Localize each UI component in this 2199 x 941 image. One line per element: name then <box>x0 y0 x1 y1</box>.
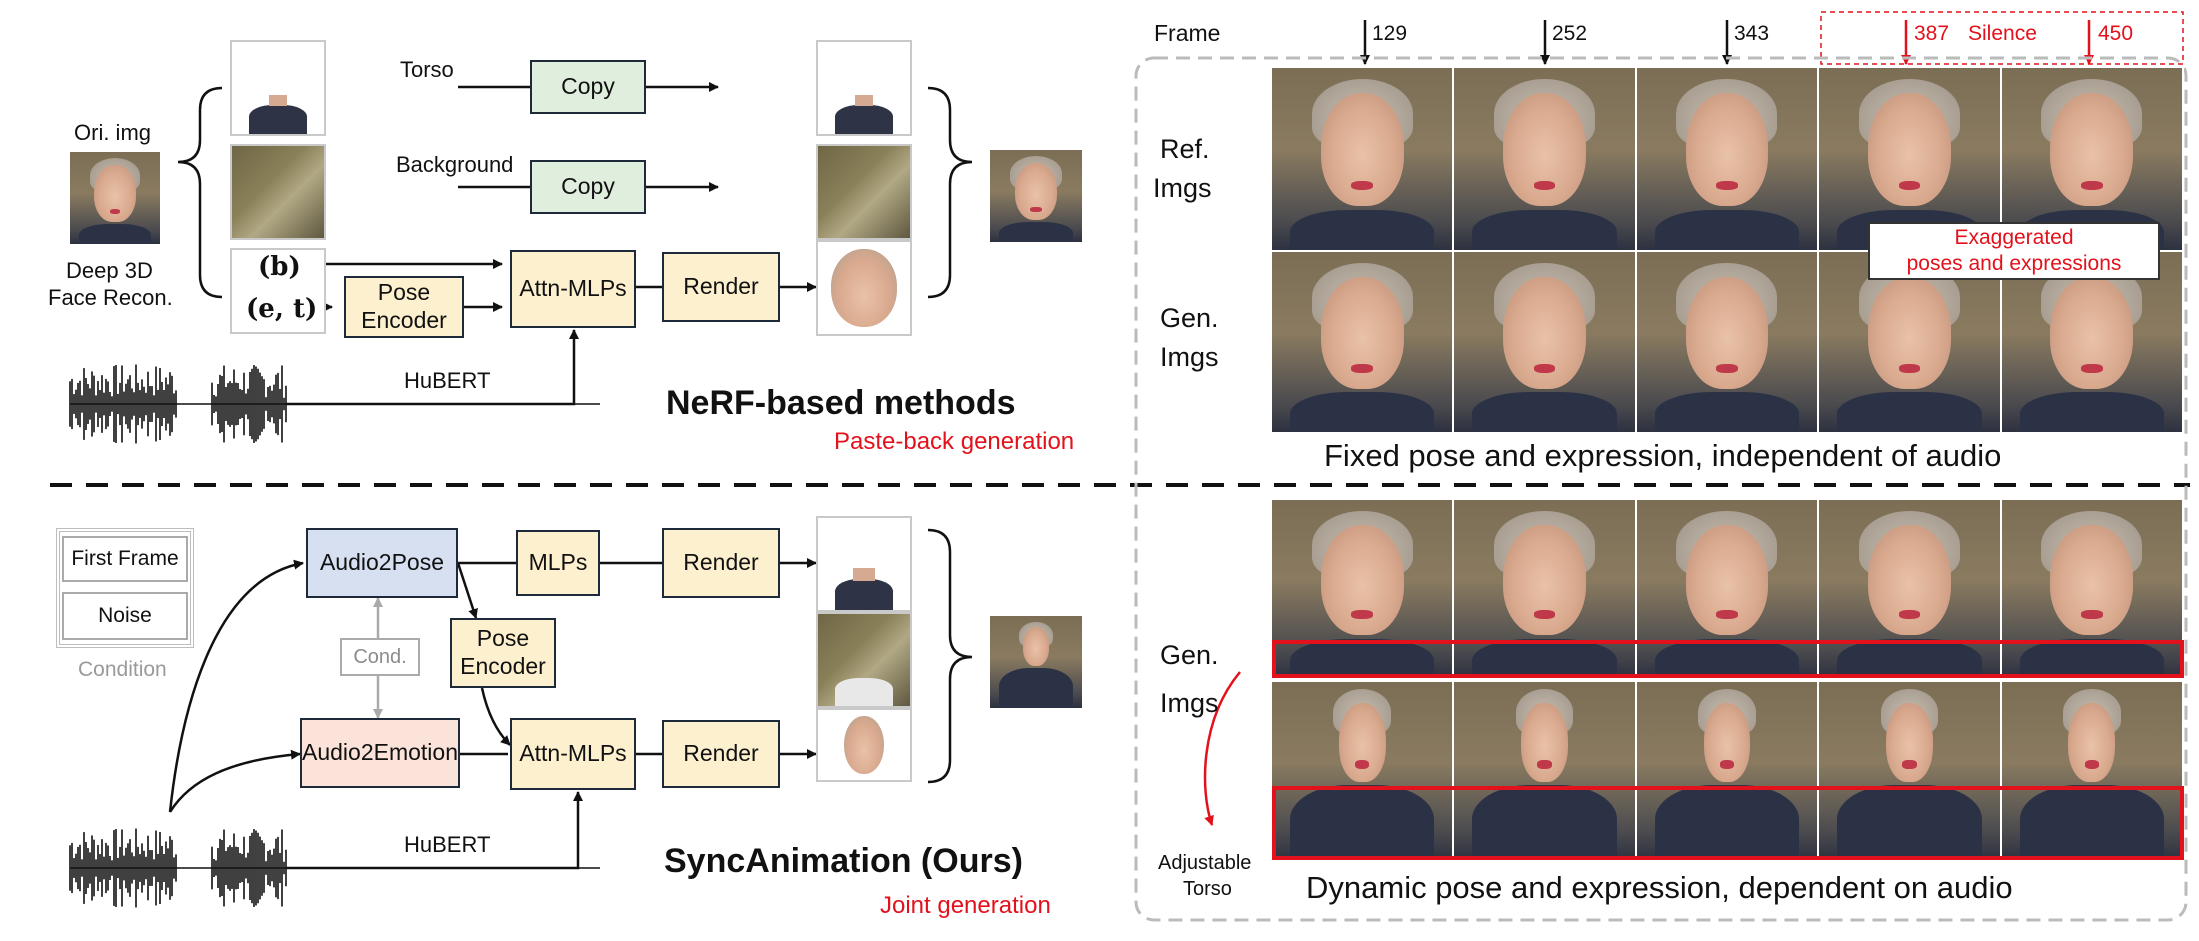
silence-box <box>1820 11 2184 65</box>
recon-label-1: Deep 3D <box>66 258 153 283</box>
portrait-frame <box>1819 682 2002 860</box>
ori-img-label: Ori. img <box>74 120 151 145</box>
syncanimation-title: SyncAnimation (Ours) <box>664 842 1023 880</box>
frame-number-1: 129 <box>1372 22 1408 45</box>
portrait-frame <box>2001 500 2184 678</box>
generated-images-row-ours-2 <box>1272 682 2184 860</box>
rendered-face-slot <box>816 240 912 336</box>
condition-label: Condition <box>78 658 167 681</box>
portrait-frame <box>1636 252 1820 432</box>
attn-mlps-box-bottom: Attn-MLPs <box>510 718 636 790</box>
frame-number-5: 450 <box>2098 22 2134 45</box>
portrait-frame <box>1819 68 2002 250</box>
portrait-frame <box>1272 252 1455 432</box>
caption-top: Fixed pose and expression, independent o… <box>1324 438 2002 473</box>
background-slot-left <box>230 144 326 240</box>
composited-output-bottom <box>990 616 1082 708</box>
portrait-frame <box>1636 682 1820 860</box>
portrait-frame <box>1636 500 1820 678</box>
torso-label: Torso <box>400 57 454 82</box>
noise-box: Noise <box>62 592 188 640</box>
background-output-slot <box>816 612 912 708</box>
gen-imgs-label-2: Imgs <box>1160 342 1219 372</box>
generated-images-row-ours-1 <box>1272 500 2184 678</box>
first-frame-box: First Frame <box>62 536 188 582</box>
attn-mlps-box-top: Attn-MLPs <box>510 250 636 328</box>
portrait-frame <box>1272 68 1455 250</box>
torso-slot-right <box>816 40 912 136</box>
recon-label-2: Face Recon. <box>48 285 173 310</box>
portrait-frame <box>1454 252 1637 432</box>
frame-label: Frame <box>1154 20 1221 46</box>
gen-imgs-bottom-label-1: Gen. <box>1160 640 1219 670</box>
render-box-bottom-2: Render <box>662 720 780 788</box>
ref-imgs-label-2: Imgs <box>1153 173 1212 203</box>
params-slot <box>230 248 326 334</box>
portrait-frame <box>1819 252 2002 432</box>
portrait-frame <box>1454 68 1637 250</box>
brace-right-bottom <box>927 528 973 784</box>
adjustable-label-2: Torso <box>1183 878 1232 900</box>
exaggerated-callout: Exaggerated poses and expressions <box>1868 222 2160 280</box>
waveform-top <box>69 364 600 444</box>
portrait-frame <box>2001 252 2184 432</box>
copy-box-1: Copy <box>530 60 646 114</box>
original-image <box>70 152 160 244</box>
brace-right-top <box>927 86 973 299</box>
caption-bottom: Dynamic pose and expression, dependent o… <box>1306 870 2013 905</box>
portrait-frame <box>1454 682 1637 860</box>
portrait-frame <box>2001 682 2184 860</box>
hubert-label-bottom: HuBERT <box>404 832 491 857</box>
brace-left-top <box>177 86 223 299</box>
portrait-photo <box>70 152 160 244</box>
face-output-slot <box>816 708 912 782</box>
background-slot-right <box>816 144 912 240</box>
b-label: (b) <box>258 252 301 282</box>
portrait-frame <box>1819 500 2002 678</box>
gen-imgs-label-1: Gen. <box>1160 303 1219 333</box>
silence-label: Silence <box>1968 22 2037 45</box>
audio2emotion-box: Audio2Emotion <box>300 718 460 788</box>
condition-group <box>56 528 194 648</box>
render-box-bottom-1: Render <box>662 528 780 598</box>
nerf-subtitle: Paste-back generation <box>834 428 1075 455</box>
render-box-top: Render <box>662 252 780 322</box>
mlps-box: MLPs <box>516 530 600 596</box>
ref-imgs-label-1: Ref. <box>1160 134 1210 164</box>
frame-number-4: 387 <box>1914 22 1950 45</box>
portrait-frame <box>1272 500 1455 678</box>
pose-encoder-box-bottom: Pose Encoder <box>450 618 556 688</box>
composited-output-top <box>990 150 1082 242</box>
torso-output-slot <box>816 516 912 612</box>
cond-box: Cond. <box>340 638 420 676</box>
pose-encoder-box-top: Pose Encoder <box>344 276 464 338</box>
reference-images-row <box>1272 68 2184 250</box>
gen-imgs-bottom-label-2: Imgs <box>1160 688 1219 718</box>
adjustable-label-1: Adjustable <box>1158 852 1252 874</box>
portrait-frame <box>1272 682 1455 860</box>
portrait-frame <box>1636 68 1820 250</box>
hubert-label-top: HuBERT <box>404 368 491 393</box>
torso-highlight-2 <box>1272 786 2184 860</box>
torso-highlight-1 <box>1272 640 2184 678</box>
frame-number-2: 252 <box>1552 22 1588 45</box>
background-label: Background <box>396 152 514 177</box>
exaggerated-line-1: Exaggerated <box>1954 225 2074 249</box>
copy-box-2: Copy <box>530 160 646 214</box>
torso-slot-left <box>230 40 326 136</box>
nerf-title: NeRF-based methods <box>666 384 1016 422</box>
portrait-frame <box>1454 500 1637 678</box>
waveform-bottom <box>69 828 600 908</box>
results-panel <box>1134 56 2188 922</box>
et-label: (e, t) <box>246 294 318 324</box>
frame-number-3: 343 <box>1734 22 1770 45</box>
audio2pose-box: Audio2Pose <box>306 528 458 598</box>
syncanimation-subtitle: Joint generation <box>880 892 1051 919</box>
generated-images-row-nerf <box>1272 252 2184 432</box>
exaggerated-line-2: poses and expressions <box>1906 252 2122 275</box>
